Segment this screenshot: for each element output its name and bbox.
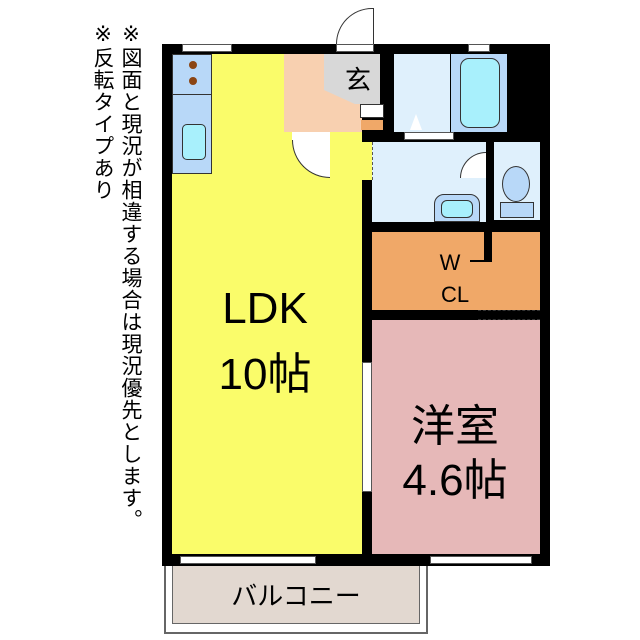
dashed-boundary — [372, 142, 373, 180]
western-room-size: 4.6帖 — [402, 456, 508, 505]
stove-burner-icon — [189, 77, 197, 85]
window-kitchen — [182, 44, 232, 52]
toilet-bowl-icon — [502, 166, 530, 202]
washroom-door[interactable] — [404, 132, 454, 140]
toilet-tank-icon — [500, 202, 534, 218]
closet-partition-tick — [470, 260, 492, 262]
reversed-type-note: ※反転タイプあり — [91, 22, 115, 201]
balcony-label: バルコニー — [231, 581, 361, 611]
disclaimer-note: ※図面と現況が相違する場合は現況優先とします。 — [119, 22, 143, 531]
sliding-door[interactable] — [362, 362, 372, 492]
western-top-wall — [372, 310, 478, 320]
shoe-cabinet — [360, 104, 384, 118]
entrance-door-swing-icon — [336, 8, 374, 44]
ldk-room-name: LDK — [222, 284, 308, 333]
bathtub-icon — [460, 58, 500, 128]
kitchen-divider — [172, 94, 212, 95]
window-bath — [468, 44, 490, 52]
closet-label-cl: CL — [440, 282, 470, 307]
window-western-bottom — [430, 556, 532, 564]
closet-label-w: W — [439, 250, 461, 275]
stove-burner-icon — [189, 61, 197, 69]
closet-dashed-line — [478, 310, 540, 311]
entrance-label: 玄 — [344, 65, 371, 95]
room-washroom — [394, 54, 450, 132]
western-room-name: 洋室 — [411, 402, 499, 451]
storage-door[interactable] — [292, 132, 330, 140]
western-dashed-line — [478, 319, 540, 320]
shoe-cabinet-base — [361, 120, 383, 130]
room-walk-in-closet — [372, 232, 540, 310]
vanity-basin-icon — [441, 200, 473, 218]
balcony — [172, 566, 420, 624]
room-ldk-extension — [362, 142, 372, 180]
entrance-door[interactable] — [336, 44, 374, 52]
washer-icon — [410, 114, 422, 130]
ldk-room-size: 10帖 — [218, 350, 312, 399]
sink-icon — [182, 124, 206, 160]
closet-partition — [484, 222, 492, 262]
window-ldk-bottom — [180, 556, 316, 564]
room-western — [372, 320, 540, 554]
